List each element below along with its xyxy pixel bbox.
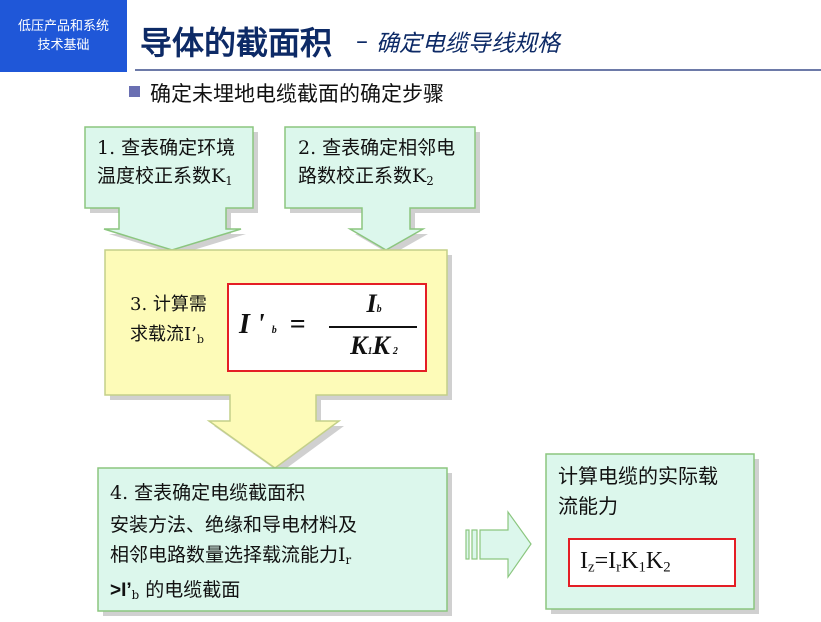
title-bar: 导体的截面积–确定电缆导线规格: [140, 18, 561, 62]
step3-formula-lhs: I ' b =: [239, 309, 306, 340]
result-line2: 流能力: [558, 494, 618, 518]
result-formula-box: Iz=IrK1K2: [568, 538, 736, 587]
title-separator: –: [356, 27, 369, 55]
step1-callout: [84, 126, 254, 251]
step2-callout: [284, 126, 476, 251]
step4-line1: 安装方法、绝缘和导电材料及: [110, 514, 358, 536]
step1-text: 1. 查表确定环境 温度校正系数K1: [97, 134, 235, 195]
step2-line1: 2. 查表确定相邻电: [298, 137, 456, 159]
title-rule: [135, 69, 821, 71]
step3-formula-numerator: Ib: [366, 289, 382, 318]
step4-line3-bold: >I’: [110, 579, 132, 601]
step3-sub: b: [196, 332, 204, 346]
step1-sub: 1: [225, 173, 233, 188]
subheading: 确定未埋地电缆截面的确定步骤: [150, 82, 444, 106]
step2-sub: 2: [426, 173, 434, 188]
logo-line-1: 低压产品和系统: [17, 19, 109, 34]
page-subtitle: 确定电缆导线规格: [376, 31, 561, 57]
step3-line2: 求载流I’: [130, 324, 197, 345]
logo-box: 低压产品和系统 技术基础: [0, 0, 127, 72]
step1-line1: 1. 查表确定环境: [97, 137, 236, 159]
bullet-square-icon: [129, 86, 140, 97]
step4-title: 4. 查表确定电缆截面积: [110, 482, 306, 504]
logo-line-2: 技术基础: [37, 38, 90, 53]
step4-text: 4. 查表确定电缆截面积 安装方法、绝缘和导电材料及 相邻电路数量选择载流能力I…: [110, 478, 357, 610]
result-line1: 计算电缆的实际载: [558, 464, 718, 488]
step4-line3-sub: b: [131, 587, 140, 602]
fraction-bar: [329, 326, 417, 328]
step3-line1: 3. 计算需: [130, 294, 207, 315]
step2-text: 2. 查表确定相邻电 路数校正系数K2: [298, 134, 455, 195]
step1-line2: 温度校正系数K: [97, 165, 226, 187]
step4-line3-rest: 的电缆截面: [139, 578, 241, 601]
result-text: 计算电缆的实际载 流能力: [558, 461, 718, 521]
step4-line2: 相邻电路数量选择载流能力I: [110, 544, 346, 566]
step3-text: 3. 计算需 求载流I’b: [130, 290, 207, 355]
step4-line2-sub: r: [345, 552, 352, 567]
step2-line2: 路数校正系数K: [298, 165, 427, 187]
page-title: 导体的截面积: [140, 24, 333, 62]
step4-box: [97, 467, 448, 612]
right-arrow-icon: [465, 510, 532, 579]
result-formula: Iz=IrK1K2: [580, 548, 671, 576]
